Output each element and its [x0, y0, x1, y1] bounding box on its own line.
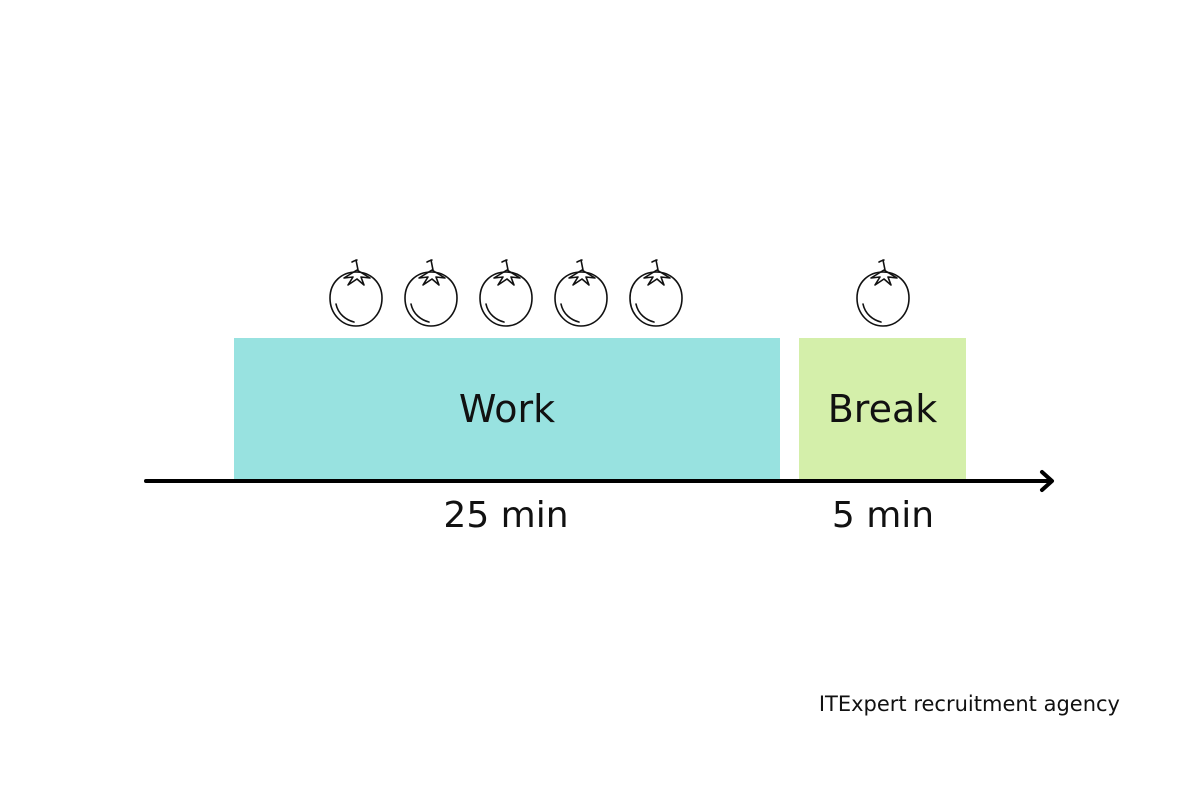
work-label: Work [458, 387, 556, 431]
tomato-icon [329, 259, 383, 327]
tomato-icon [856, 259, 910, 327]
work-block: Work [234, 338, 780, 480]
brand-caption: ITExpert recruitment agency [818, 692, 1120, 716]
break-label: Break [827, 387, 938, 431]
timeline-arrow [144, 470, 1054, 492]
tomato-icon [629, 259, 683, 327]
arrow-right-icon [1040, 470, 1054, 492]
tomato-icon [554, 259, 608, 327]
break-duration-label: 5 min [831, 495, 935, 536]
tomato-icon [404, 259, 458, 327]
tomato-icon [479, 259, 533, 327]
work-duration-label: 25 min [443, 495, 569, 536]
break-block: Break [799, 338, 966, 480]
